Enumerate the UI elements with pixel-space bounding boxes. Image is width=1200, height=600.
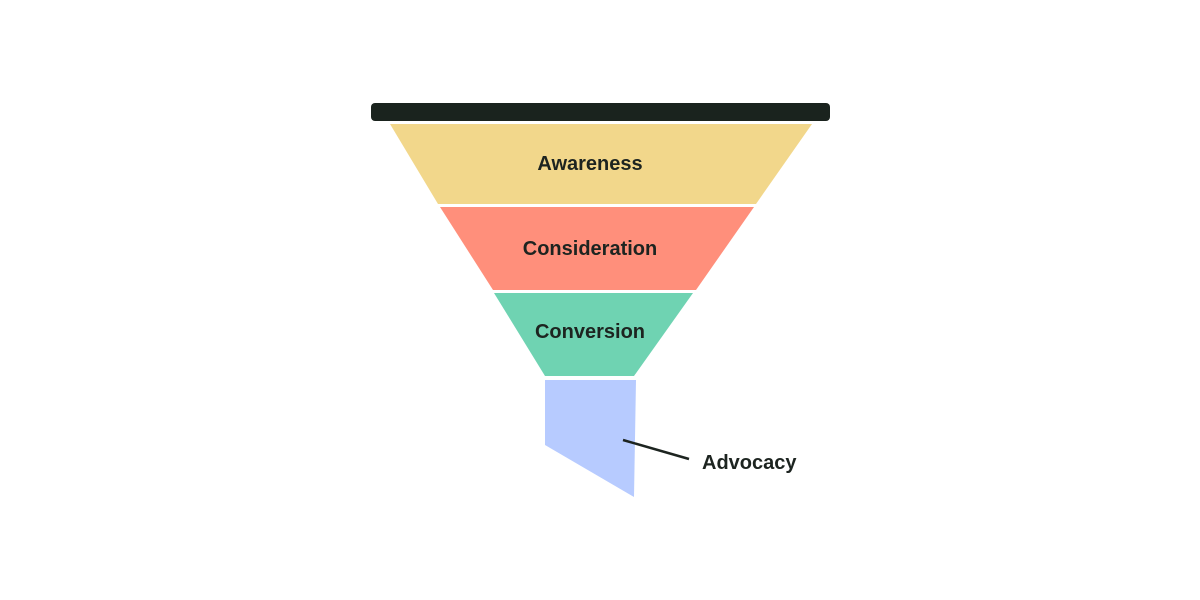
advocacy-leader-line [622,438,690,461]
stage-advocacy-spout [545,380,636,497]
stage-awareness-band [390,124,812,204]
stage-awareness-label: Awareness [537,153,642,175]
funnel-rim [371,103,830,121]
stage-consideration-label: Consideration [523,238,657,260]
stage-advocacy-label: Advocacy [702,452,797,474]
stage-consideration-band [440,207,754,290]
stage-conversion-band [494,293,693,376]
stage-conversion-label: Conversion [535,321,645,343]
